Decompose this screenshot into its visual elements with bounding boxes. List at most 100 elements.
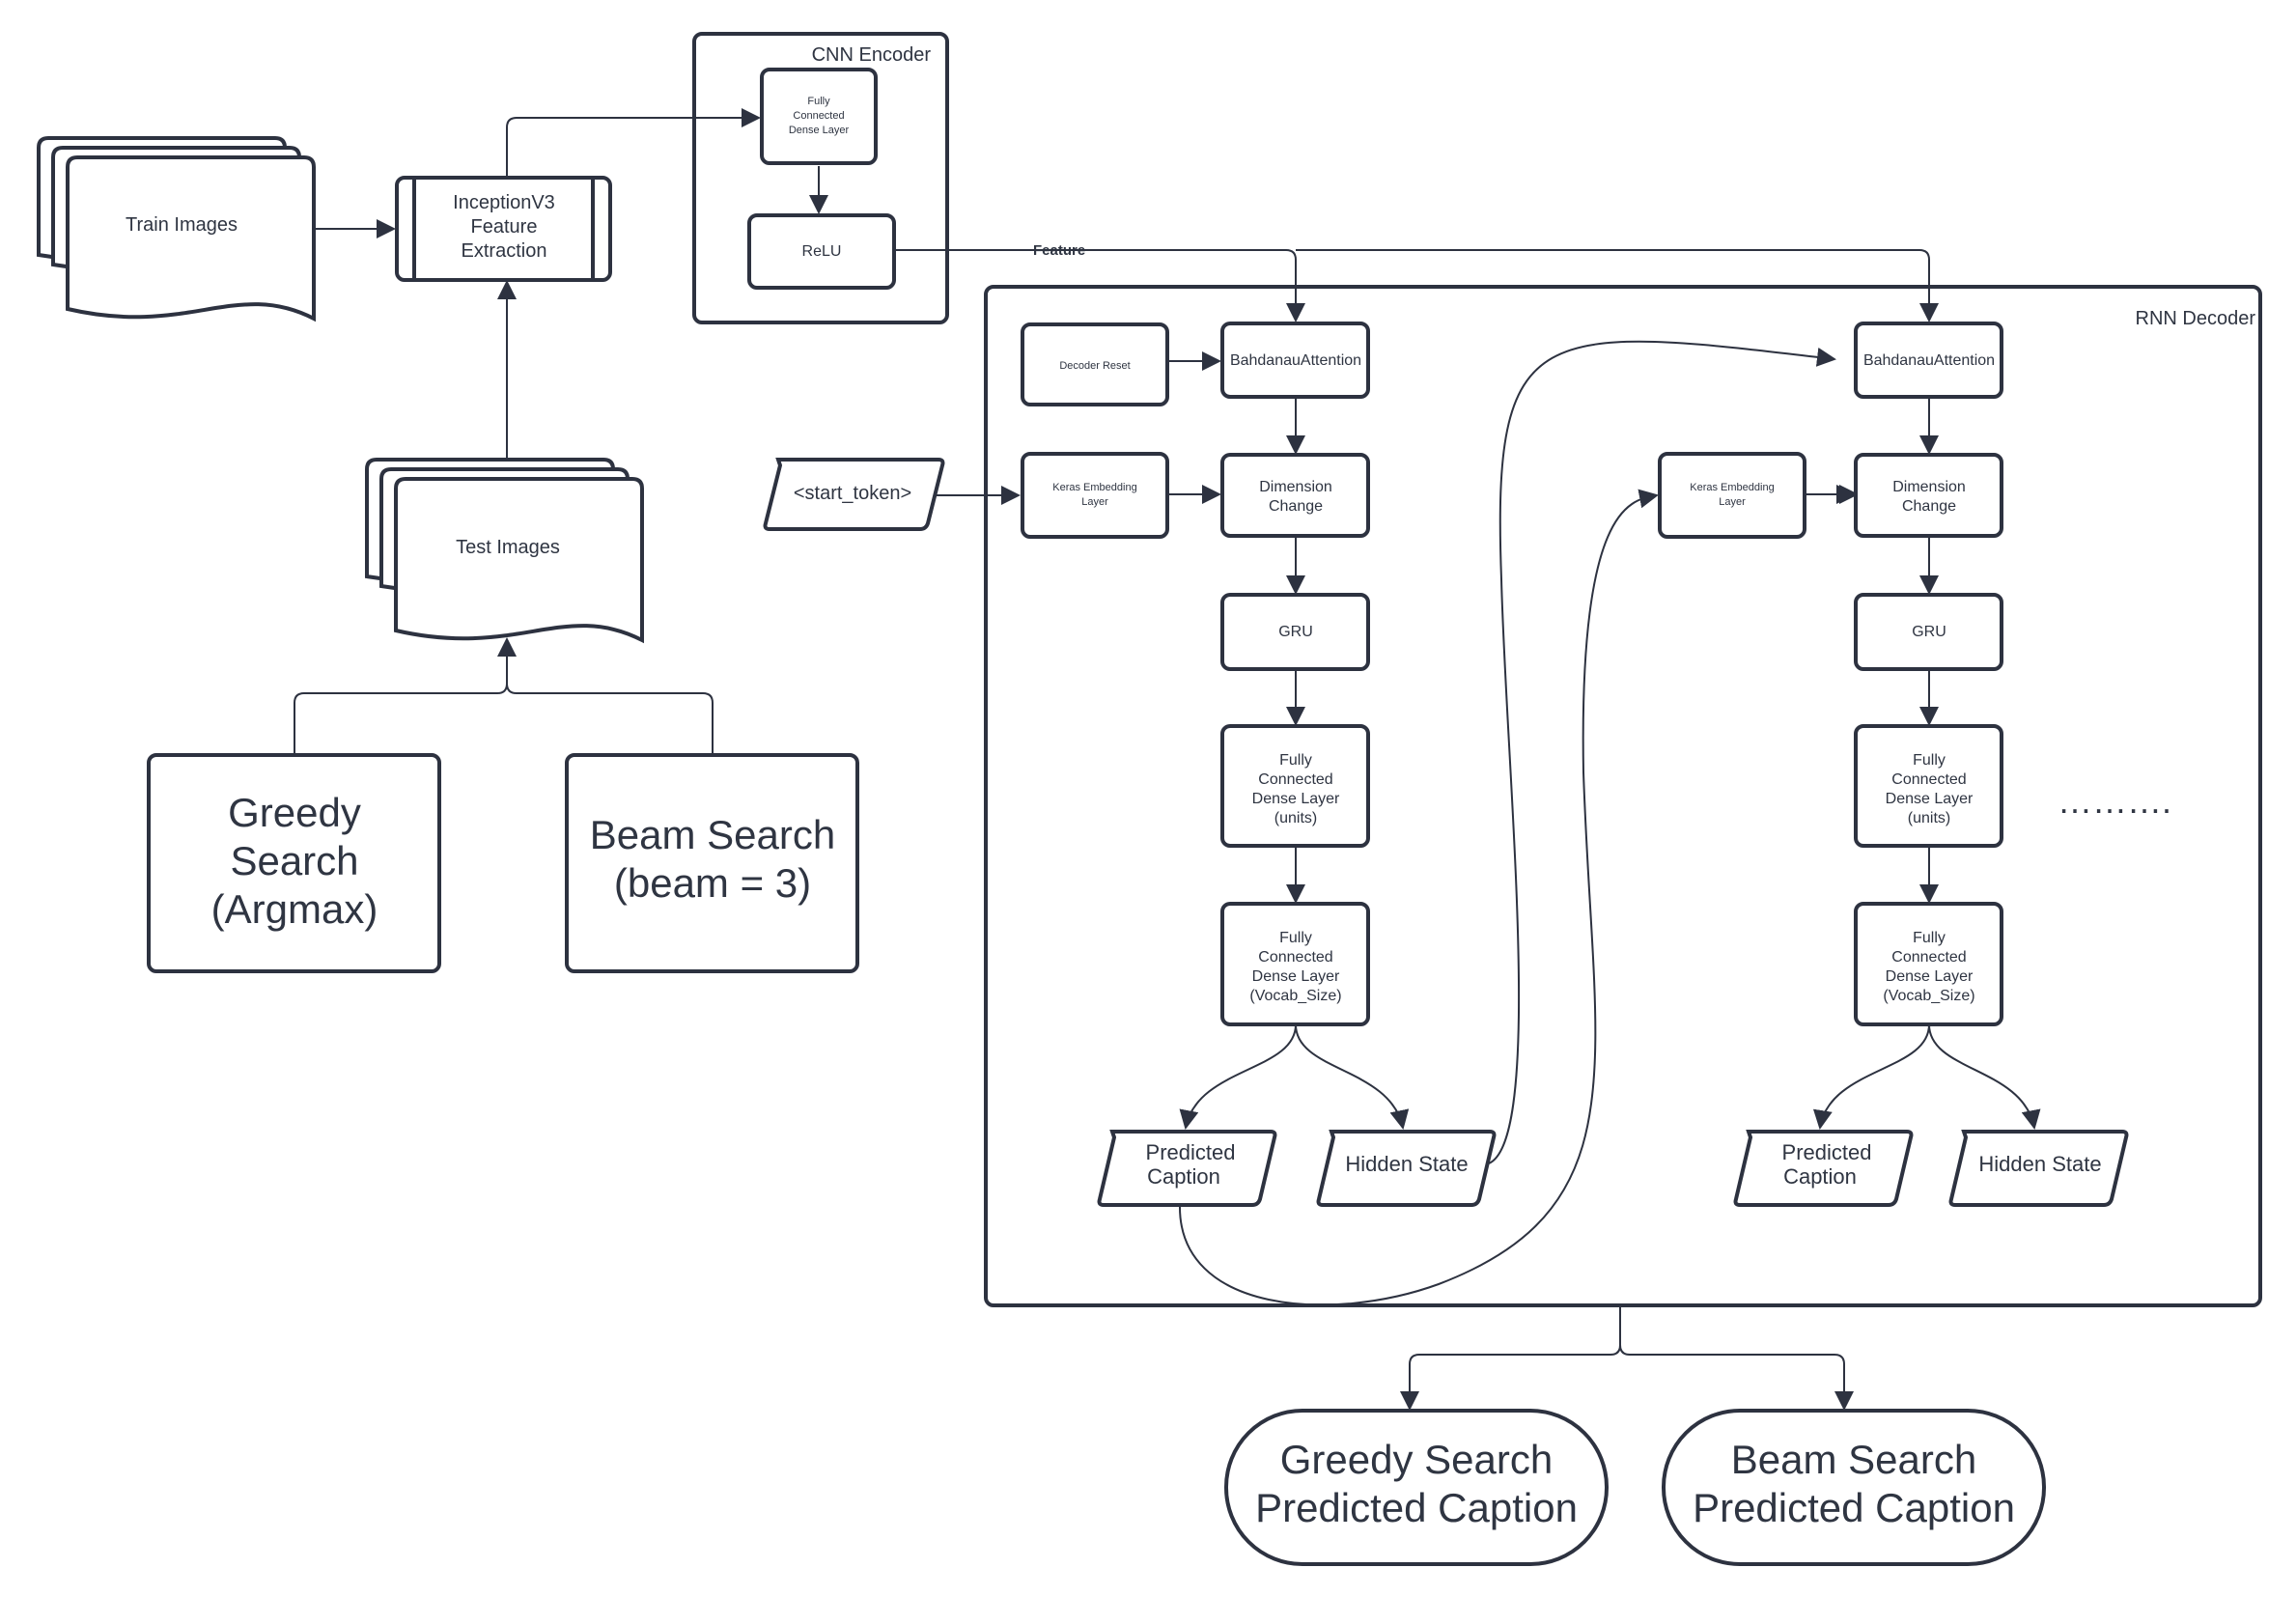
decoder-reset-node: Decoder Reset: [1021, 322, 1169, 406]
start-token-label: <start_token>: [794, 483, 911, 504]
embedding-label-2b: Layer: [1719, 496, 1746, 508]
inception-label-3: Extraction: [462, 240, 547, 262]
gru-label-1: GRU: [1278, 624, 1313, 640]
beam-to-test-connector: [506, 683, 714, 755]
hidden-state-label-2: Hidden State: [1978, 1152, 2101, 1176]
fc-units-label-1a: Fully: [1279, 752, 1312, 769]
predicted-caption-node-1: Predicted Caption: [1097, 1130, 1277, 1207]
decoder-to-beam-output-arrow: [1619, 1344, 1854, 1411]
gru-node-1: GRU: [1220, 593, 1370, 671]
predicted-caption-label-1b: Caption: [1147, 1164, 1220, 1189]
fc-vocab-node-1: Fully Connected Dense Layer (Vocab_Size): [1220, 902, 1370, 1026]
greedy-output-label-1: Greedy Search: [1280, 1437, 1553, 1482]
predicted-caption-label-1a: Predicted: [1146, 1140, 1236, 1164]
fc-vocab-node-2: Fully Connected Dense Layer (Vocab_Size): [1854, 902, 2003, 1026]
encoder-fc-node: Fully Connected Dense Layer: [760, 68, 878, 165]
predicted-caption-node-2: Predicted Caption: [1733, 1130, 1914, 1207]
dimension-change-node-1: Dimension Change: [1220, 453, 1370, 538]
rnn-decoder-frame: [984, 285, 2262, 1307]
fc-units-label-2d: (units): [1908, 810, 1950, 826]
start-token-node: <start_token>: [763, 458, 945, 531]
embedding-node-2: Keras Embedding Layer: [1658, 452, 1806, 539]
feature-connector-right: [1296, 249, 1939, 322]
fc-units-label-2a: Fully: [1913, 752, 1946, 769]
dimension-label-1b: Change: [1269, 498, 1323, 515]
inception-label-2: Feature: [471, 216, 538, 238]
test-images-doc-front: [394, 477, 644, 644]
inception-v3-node: InceptionV3 Feature Extraction: [395, 176, 612, 282]
embedding-label-1a: Keras Embedding: [1052, 482, 1136, 493]
greedy-search-label-2: Search: [230, 838, 358, 883]
embedding-label-1b: Layer: [1081, 496, 1108, 508]
hidden-state-to-attention-curve: [1488, 340, 1836, 1164]
fc-vocab-label-1d: (Vocab_Size): [1249, 988, 1341, 1004]
fc-units-node-2: Fully Connected Dense Layer (units): [1854, 724, 2003, 848]
continuation-ellipsis: ……….: [2058, 781, 2171, 821]
rnn-decoder-title: RNN Decoder: [2136, 308, 2256, 329]
fc-units-label-2b: Connected: [1891, 771, 1966, 788]
decoder-to-outputs-connector: [1400, 1305, 1621, 1411]
cnn-encoder-frame: [692, 32, 949, 324]
beam-search-label-1: Beam Search: [590, 812, 835, 857]
fc-vocab-label-1b: Connected: [1258, 949, 1332, 966]
fc-vocab-to-hidden-arrow-2: [1928, 1023, 2041, 1130]
hidden-state-node-1: Hidden State: [1316, 1130, 1497, 1207]
fc-vocab-label-2d: (Vocab_Size): [1883, 988, 1974, 1004]
embedding-node-1: Keras Embedding Layer: [1021, 452, 1169, 539]
test-images-stack: Test Images: [365, 458, 644, 644]
fc-vocab-label-2a: Fully: [1913, 930, 1946, 946]
fc-vocab-label-2c: Dense Layer: [1886, 968, 1974, 985]
attention-node-2: BahdanauAttention: [1854, 322, 2003, 399]
greedy-search-label-3: (Argmax): [211, 886, 378, 932]
fc-units-label-1d: (units): [1274, 810, 1317, 826]
caption-to-embedding-curve: [1178, 489, 1659, 1306]
attention-label-2: BahdanauAttention: [1863, 352, 1995, 369]
feature-label: Feature: [1033, 242, 1085, 259]
fc-vocab-label-2b: Connected: [1891, 949, 1966, 966]
relu-node: ReLU: [747, 213, 896, 290]
beam-output-node: Beam Search Predicted Caption: [1662, 1409, 2046, 1566]
beam-output-label-1: Beam Search: [1731, 1437, 1976, 1482]
feature-connector-left: [894, 249, 1305, 322]
attention-node-1: BahdanauAttention: [1220, 322, 1370, 399]
encoder-fc-label-1: Fully: [807, 96, 830, 107]
fc-units-label-1c: Dense Layer: [1252, 791, 1340, 807]
fc-units-node-1: Fully Connected Dense Layer (units): [1220, 724, 1370, 848]
cnn-encoder-title: CNN Encoder: [812, 44, 932, 66]
train-images-doc-front: [66, 155, 316, 322]
embedding-label-2a: Keras Embedding: [1690, 482, 1774, 493]
hidden-state-label-1: Hidden State: [1345, 1152, 1468, 1176]
beam-search-label-2: (beam = 3): [614, 860, 811, 906]
encoder-fc-label-3: Dense Layer: [789, 125, 850, 136]
greedy-to-test-arrow: [294, 637, 517, 755]
gru-label-2: GRU: [1912, 624, 1946, 640]
hidden-state-node-2: Hidden State: [1948, 1130, 2129, 1207]
predicted-caption-label-2b: Caption: [1783, 1164, 1857, 1189]
dimension-label-1a: Dimension: [1259, 479, 1332, 495]
train-images-stack: Train Images: [37, 136, 316, 322]
gru-node-2: GRU: [1854, 593, 2003, 671]
dimension-change-node-2: Dimension Change: [1854, 453, 2003, 538]
inception-to-encoder-arrow: [506, 108, 761, 176]
connectors: [294, 108, 2041, 1411]
inception-label-1: InceptionV3: [453, 192, 555, 213]
fc-vocab-to-hidden-arrow: [1295, 1023, 1410, 1130]
greedy-output-node: Greedy Search Predicted Caption: [1224, 1409, 1609, 1566]
greedy-search-label-1: Greedy: [228, 790, 361, 835]
dimension-label-2b: Change: [1902, 498, 1956, 515]
decoder-reset-label: Decoder Reset: [1059, 360, 1130, 372]
fc-vocab-to-caption-arrow: [1179, 1023, 1297, 1130]
train-images-label: Train Images: [126, 214, 238, 236]
fc-units-label-2c: Dense Layer: [1886, 791, 1974, 807]
test-images-label: Test Images: [456, 537, 560, 558]
greedy-output-label-2: Predicted Caption: [1255, 1485, 1578, 1530]
predicted-caption-label-2a: Predicted: [1782, 1140, 1872, 1164]
encoder-fc-label-2: Connected: [793, 110, 844, 122]
dimension-label-2a: Dimension: [1892, 479, 1966, 495]
fc-vocab-to-caption-arrow-2: [1812, 1023, 1930, 1130]
cnn-encoder-group: CNN Encoder Fully Connected Dense Layer …: [692, 32, 949, 324]
fc-vocab-label-1c: Dense Layer: [1252, 968, 1340, 985]
fc-units-label-1b: Connected: [1258, 771, 1332, 788]
attention-label-1: BahdanauAttention: [1230, 352, 1361, 369]
